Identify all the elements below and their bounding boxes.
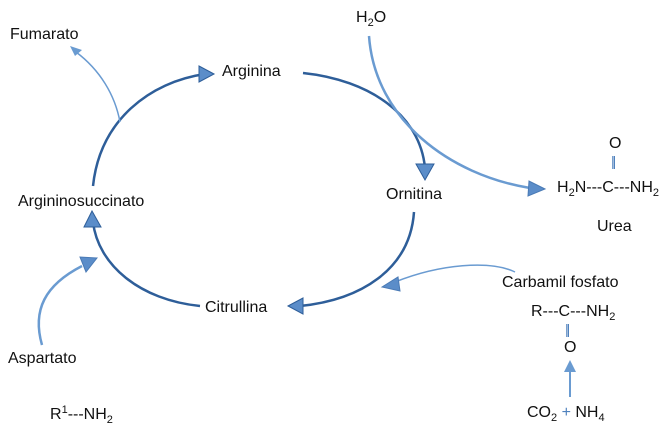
- label-fumarato: Fumarato: [10, 26, 79, 43]
- label-carbamil-fosfato: Carbamil fosfato: [502, 274, 619, 291]
- arc-arginina-to-ornitina: [302, 71, 427, 169]
- carbamil-formula: R---C---NH2: [531, 303, 616, 323]
- arc-citrullina-to-argininosuccinato: [91, 221, 201, 308]
- arrowhead-citrullina: [286, 297, 304, 315]
- label-citrullina: Citrullina: [205, 299, 268, 316]
- label-argininosuccinato: Argininosuccinato: [18, 193, 145, 210]
- label-water: H2O: [356, 9, 387, 29]
- arrowhead-urea: [527, 180, 547, 197]
- carbamil-double-bond: ||: [565, 321, 570, 337]
- label-urea: Urea: [597, 218, 632, 235]
- carbamil-oxygen: O: [564, 339, 577, 356]
- label-aspartato: Aspartato: [8, 350, 77, 367]
- arrowhead-argininosuccinato: [83, 209, 102, 228]
- arc-argininosuccinato-to-arginina: [91, 72, 206, 187]
- aspartato-formula: R1---NH2: [50, 404, 113, 426]
- label-arginina: Arginina: [222, 63, 281, 80]
- label-ornitina: Ornitina: [386, 186, 443, 203]
- arrowhead-arginina: [198, 65, 216, 83]
- arrow-to-fumarato: [75, 51, 121, 123]
- urea-formula: H2N---C---NH2: [557, 179, 659, 199]
- urea-double-bond: ||: [611, 153, 616, 169]
- urea-oxygen: O: [609, 135, 622, 152]
- reactants-formula: CO2 + NH4: [527, 404, 605, 424]
- arrow-carbamil-to-cycle: [394, 264, 516, 283]
- arrowhead-carbamil: [380, 276, 401, 292]
- arrow-water-to-urea: [367, 35, 531, 190]
- arrowhead-fumarato: [70, 46, 82, 56]
- arrow-aspartato-to-cycle: [37, 264, 83, 346]
- arrowhead-aspartato: [79, 256, 98, 273]
- arc-ornitina-to-citrullina: [299, 211, 416, 308]
- arrowhead-reactants: [564, 360, 576, 372]
- arrowhead-ornitina: [415, 163, 435, 182]
